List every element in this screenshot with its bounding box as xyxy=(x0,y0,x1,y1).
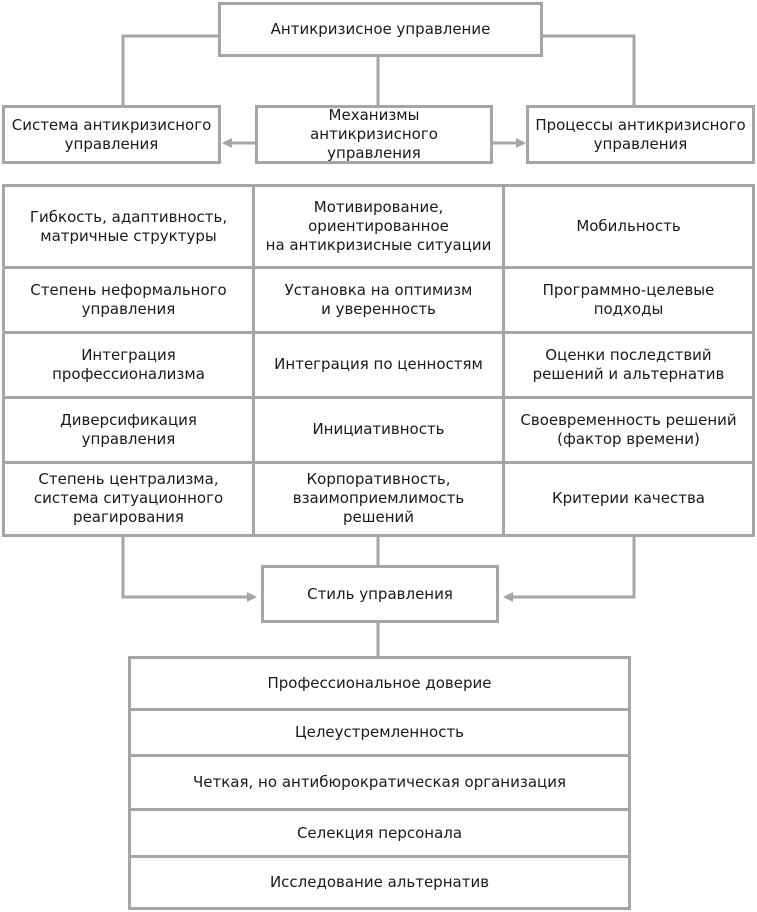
system-label: Система антикризисного управления xyxy=(11,115,212,153)
matrix-cell: Диверсификация управления xyxy=(5,398,252,461)
matrix-cell: Программно-целевые подходы xyxy=(505,269,752,331)
list-item: Целеустремленность xyxy=(131,711,628,755)
matrix-cell: Мобильность xyxy=(505,187,752,267)
arrow-right-to-style xyxy=(503,537,636,602)
matrix-cell: Мотивирование, ориентированное на антикр… xyxy=(255,187,502,267)
list-item: Исследование альтернатив xyxy=(131,858,628,907)
matrix-cell: Установка на оптимизм и уверенность xyxy=(255,269,502,331)
box-mechanisms-anti-crisis: Механизмы антикризисного управления xyxy=(255,105,493,164)
arrow-left-to-style xyxy=(121,537,257,602)
top-box-anti-crisis-management: Антикризисное управление xyxy=(218,2,543,57)
mechanisms-label: Механизмы антикризисного управления xyxy=(310,106,438,162)
management-style-list: Профессиональное доверие Целеустремленно… xyxy=(128,656,631,910)
box-processes-anti-crisis: Процессы антикризисного управления xyxy=(526,105,755,164)
style-label: Стиль управления xyxy=(307,584,453,603)
matrix-cell: Критерии качества xyxy=(505,463,752,534)
matrix-cell: Степень неформального управления xyxy=(5,269,252,331)
matrix-cell: Инициативность xyxy=(255,398,502,461)
box-management-style: Стиль управления xyxy=(261,565,499,623)
list-item: Профессиональное доверие xyxy=(131,659,628,709)
matrix-cell: Интеграция по ценностям xyxy=(255,333,502,396)
top-box-label: Антикризисное управление xyxy=(270,20,491,38)
box-system-anti-crisis: Система антикризисного управления xyxy=(2,105,221,164)
matrix-cell: Корпоративность, взаимоприемлимость реше… xyxy=(255,463,502,534)
connector-top-to-right xyxy=(541,34,636,106)
list-item: Четкая, но антибюрократическая организац… xyxy=(131,757,628,808)
list-item: Селекция персонала xyxy=(131,810,628,856)
processes-label: Процессы антикризисного управления xyxy=(535,115,746,153)
mechanisms-matrix: Гибкость, адаптивность, матричные структ… xyxy=(2,184,755,537)
matrix-cell: Своевременность решений (фактор времени) xyxy=(505,398,752,461)
matrix-cell: Степень централизма, система ситуационно… xyxy=(5,463,252,534)
matrix-cell: Гибкость, адаптивность, матричные структ… xyxy=(5,187,252,267)
matrix-cell: Оценки последствий решений и альтернатив xyxy=(505,333,752,396)
connector-top-to-left xyxy=(121,34,220,106)
matrix-cell: Интеграция профессионализма xyxy=(5,333,252,396)
